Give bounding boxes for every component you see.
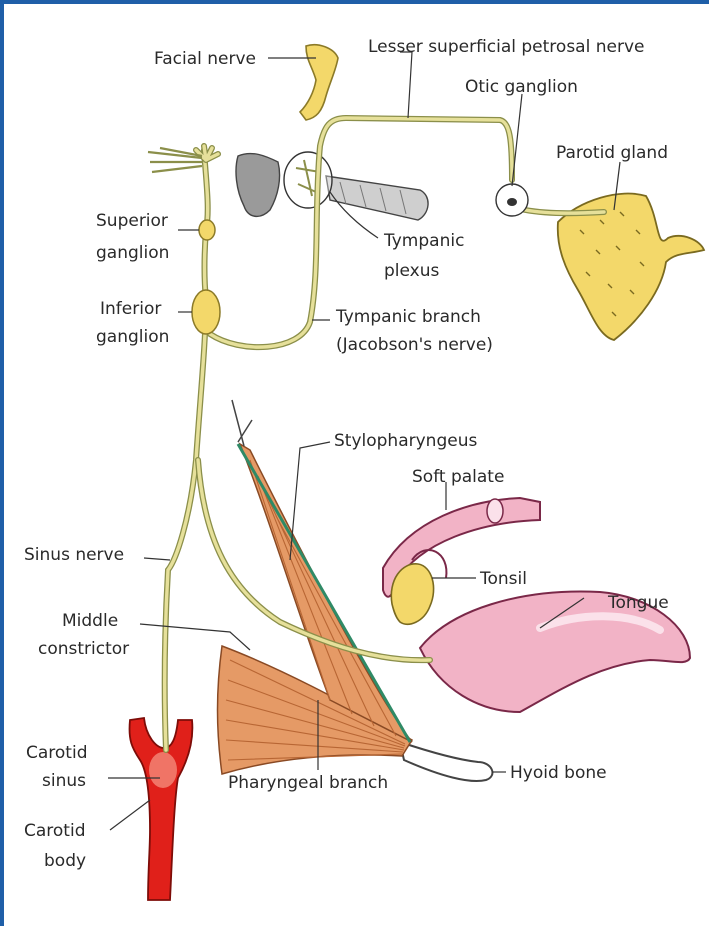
otic-ganglion-core [507,198,517,206]
label-tongue: Tongue [607,593,669,613]
label-carotid-sinus-2: sinus [42,771,86,791]
leader-carotid-body [110,800,150,830]
label-middle-constrictor-2: constrictor [38,639,129,659]
leader-lesser-petrosal [400,52,412,118]
label-soft-palate: Soft palate [412,467,504,487]
leader-middle-constrictor [140,624,250,650]
superior-ganglion-shape [199,220,215,240]
label-inferior-ganglion-1: Inferior [100,299,161,319]
label-tympanic-plexus-2: plexus [384,261,440,281]
label-pharyngeal-branch: Pharyngeal branch [228,773,388,793]
label-carotid-body-2: body [44,851,86,871]
label-otic-ganglion: Otic ganglion [465,77,578,97]
label-carotid-body-1: Carotid [24,821,85,841]
carotid-sinus-bulb [149,752,177,788]
label-tympanic-branch-2: (Jacobson's nerve) [336,335,493,355]
styloid-tip [232,400,252,446]
hyoid-bone-shape [400,742,492,781]
label-lesser-petrosal: Lesser superficial petrosal nerve [368,37,644,57]
label-tympanic-plexus-1: Tympanic [383,231,464,251]
label-sinus-nerve: Sinus nerve [24,545,124,565]
inferior-ganglion-shape [192,290,220,334]
auditory-tube [326,176,428,220]
label-stylopharyngeus: Stylopharyngeus [334,431,477,451]
label-inferior-ganglion-2: ganglion [96,327,169,347]
label-tonsil: Tonsil [479,569,527,589]
leader-otic-ganglion [512,94,522,186]
soft-palate-end [487,499,503,523]
label-superior-ganglion-1: Superior [96,211,168,231]
label-facial-nerve: Facial nerve [154,49,256,69]
tonsil-shape [391,564,433,624]
facial-nerve-shape [300,45,338,120]
label-carotid-sinus-1: Carotid [26,743,87,763]
label-parotid-gland: Parotid gland [556,143,668,163]
label-tympanic-branch-1: Tympanic branch [335,307,481,327]
label-middle-constrictor-1: Middle [62,611,118,631]
label-hyoid-bone: Hyoid bone [510,763,607,783]
label-superior-ganglion-2: ganglion [96,243,169,263]
leader-sinus-nerve [144,558,170,560]
petrous-structure [236,154,280,217]
